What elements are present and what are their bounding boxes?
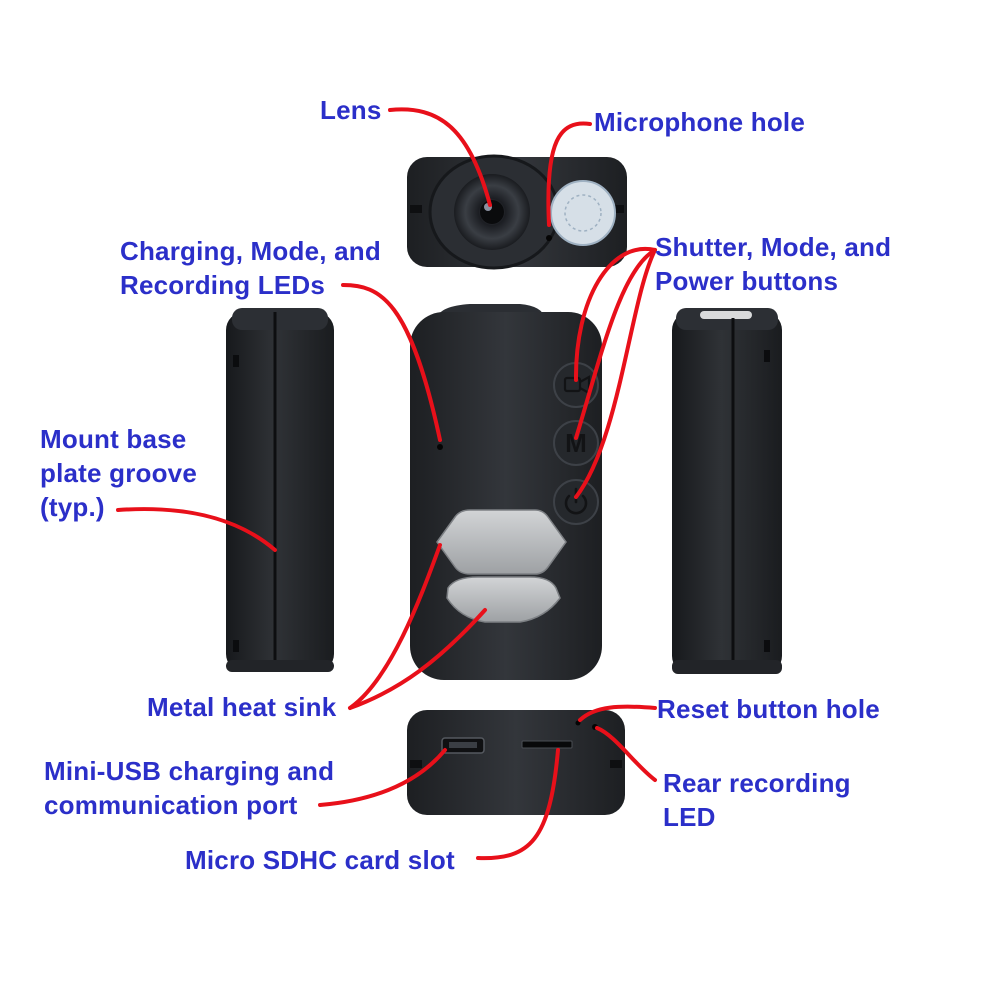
label-leds-line2: Recording LEDs bbox=[120, 270, 326, 300]
mode-button bbox=[553, 420, 599, 466]
label-sd-slot: Micro SDHC card slot bbox=[185, 845, 455, 875]
lens-sticker bbox=[550, 180, 616, 246]
camera-right-side-view bbox=[672, 308, 782, 674]
leader-lines bbox=[116, 107, 657, 861]
micro-sd-slot bbox=[521, 740, 573, 749]
label-mount-groove: Mount base plate groove (typ.) bbox=[40, 422, 197, 524]
label-mount-groove-line2: plate groove bbox=[40, 458, 197, 488]
label-lens: Lens bbox=[320, 95, 382, 125]
label-reset-hole: Reset button hole bbox=[657, 694, 880, 724]
label-mount-groove-line1: Mount base bbox=[40, 424, 187, 454]
label-leds: Charging, Mode, and Recording LEDs bbox=[120, 234, 381, 302]
label-rear-led: Rear recording LED bbox=[663, 766, 851, 834]
microphone-hole bbox=[546, 235, 552, 241]
camera-top-view bbox=[407, 154, 627, 270]
label-usb-port-line1: Mini-USB charging and bbox=[44, 756, 335, 786]
label-mount-groove-line3: (typ.) bbox=[40, 492, 105, 522]
label-rear-led-line1: Rear recording bbox=[663, 768, 851, 798]
mode-button-glyph: M bbox=[565, 428, 587, 458]
status-leds bbox=[437, 444, 443, 450]
video-camera-icon bbox=[563, 375, 591, 395]
camera-bottom-view bbox=[407, 710, 625, 815]
label-rear-led-line2: LED bbox=[663, 802, 716, 832]
label-buttons-line1: Shutter, Mode, and bbox=[655, 232, 892, 262]
heat-sink-lower bbox=[446, 576, 561, 623]
label-buttons: Shutter, Mode, and Power buttons bbox=[655, 230, 891, 298]
camera-left-side-view bbox=[226, 308, 334, 672]
label-buttons-line2: Power buttons bbox=[655, 266, 839, 296]
label-heat-sink: Metal heat sink bbox=[147, 692, 337, 722]
camera-front-view: M bbox=[410, 304, 602, 680]
heat-sink-upper bbox=[436, 509, 567, 575]
label-microphone-hole: Microphone hole bbox=[594, 107, 805, 137]
label-leds-line1: Charging, Mode, and bbox=[120, 236, 381, 266]
label-usb-port-line2: communication port bbox=[44, 790, 298, 820]
label-usb-port: Mini-USB charging and communication port bbox=[44, 754, 334, 822]
